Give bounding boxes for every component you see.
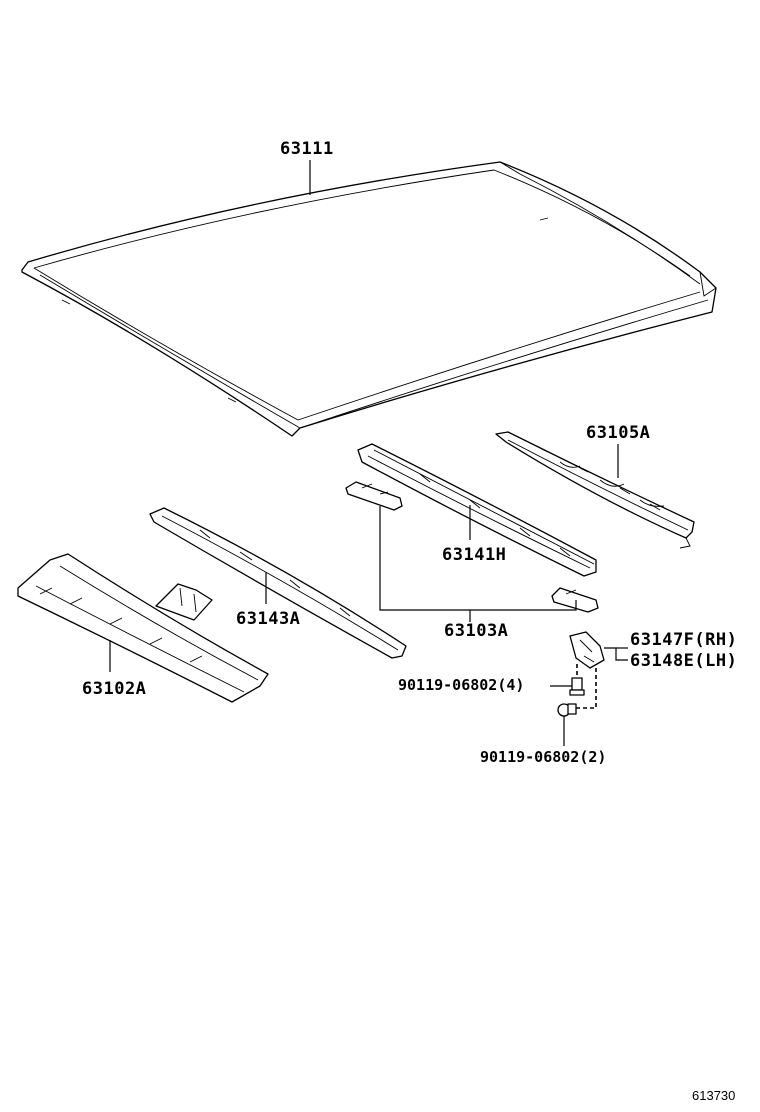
label-bow-brackets: 63103A — [444, 621, 508, 641]
label-bracket-rh: 63147F(RH) — [630, 630, 737, 650]
label-bolt-upper: 90119-06802(4) — [398, 676, 524, 694]
front-bow-part[interactable] — [149, 507, 407, 659]
label-front-bow: 63143A — [236, 609, 300, 629]
label-roof-panel: 63111 — [280, 139, 334, 159]
diagram-reference: 613730 — [692, 1088, 735, 1103]
bow-bracket-left[interactable] — [345, 481, 403, 511]
roof-panel-part[interactable] — [21, 161, 717, 437]
rear-header-part[interactable] — [495, 431, 695, 549]
label-center-bow: 63141H — [442, 545, 506, 565]
bolt-lower[interactable] — [557, 703, 577, 717]
bolt-upper[interactable] — [569, 677, 585, 696]
center-bow-part[interactable] — [357, 443, 597, 577]
bow-brackets-leader — [379, 506, 577, 611]
label-front-header: 63102A — [82, 679, 146, 699]
side-bracket-leader — [604, 647, 628, 661]
bow-bracket-right[interactable] — [551, 587, 599, 613]
front-header-part[interactable] — [17, 553, 269, 703]
label-bracket-lh: 63148E(LH) — [630, 651, 737, 671]
label-bolt-lower: 90119-06802(2) — [480, 748, 606, 766]
label-rear-header: 63105A — [586, 423, 650, 443]
side-bracket-part[interactable] — [569, 631, 605, 669]
